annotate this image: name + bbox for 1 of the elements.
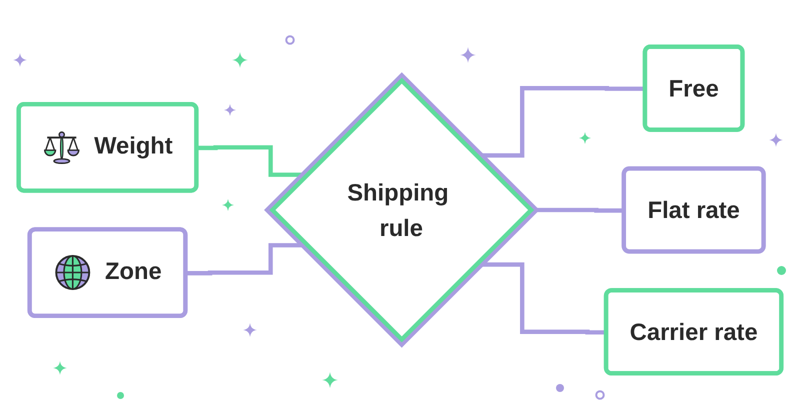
node-diamond: Shipping rule: [264, 72, 540, 348]
